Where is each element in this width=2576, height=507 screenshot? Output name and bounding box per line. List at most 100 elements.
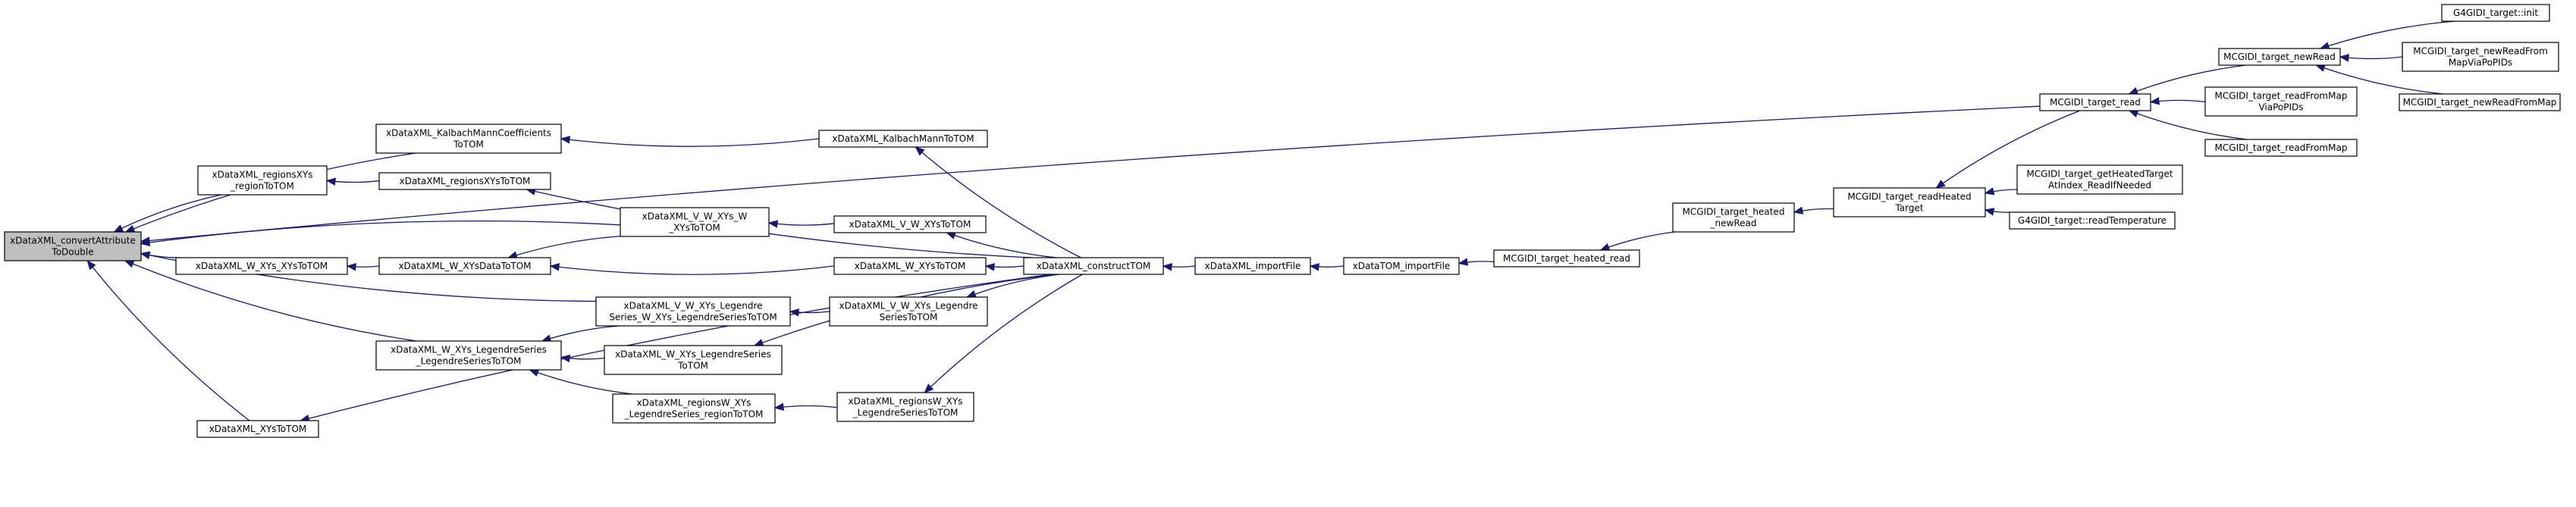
function-node-W_XYs[interactable]: xDataXML_W_XYsToTOM — [833, 257, 987, 275]
node-box[interactable] — [196, 420, 319, 438]
node-label: xDataXML_convertAttribute — [10, 236, 136, 246]
node-box[interactable] — [4, 231, 142, 261]
arrowhead-icon — [1793, 206, 1804, 214]
function-node-targetRead[interactable]: MCGIDI_target_read — [2039, 93, 2151, 111]
node-box[interactable] — [612, 393, 776, 424]
arrowhead-icon — [1162, 263, 1173, 271]
node-box[interactable] — [2204, 139, 2358, 157]
node-label: MCGIDI_target_newReadFrom — [2413, 46, 2548, 57]
node-box[interactable] — [1493, 249, 1640, 268]
function-node-W_XYs_LegSeries[interactable]: xDataXML_W_XYs_LegendreSeriesToTOM — [604, 345, 783, 375]
node-box[interactable] — [1672, 202, 1795, 233]
node-box[interactable] — [595, 296, 791, 327]
arrowhead-icon — [2339, 54, 2350, 62]
function-node-newReadFromMap[interactable]: MCGIDI_target_newReadFromMap — [2399, 93, 2561, 111]
node-label: xDataXML_regionsXYsToTOM — [400, 176, 531, 186]
function-node-kalbach[interactable]: xDataXML_KalbachMannToTOM — [818, 130, 988, 148]
function-node-regionsXYs_region[interactable]: xDataXML_regionsXYs_regionToTOM — [197, 165, 328, 196]
node-label: xDataXML_KalbachMannToTOM — [832, 133, 974, 144]
function-node-regionsW_XYs_Leg_region[interactable]: xDataXML_regionsW_XYs_LegendreSeries_reg… — [612, 393, 776, 424]
arrowhead-icon — [1984, 187, 1995, 196]
arrowhead-icon — [1309, 263, 1320, 271]
node-box[interactable] — [836, 392, 974, 422]
function-node-readFromMap[interactable]: MCGIDI_target_readFromMap — [2204, 139, 2358, 157]
function-node-getHeated[interactable]: MCGIDI_target_getHeatedTargetAtIndex_Rea… — [2016, 164, 2183, 195]
node-box[interactable] — [175, 257, 348, 275]
node-box[interactable] — [829, 296, 988, 327]
node-box[interactable] — [375, 124, 562, 154]
function-node-V_W_XYs[interactable]: xDataXML_V_W_XYsToTOM — [833, 215, 987, 233]
function-node-regionsXYs[interactable]: xDataXML_regionsXYsToTOM — [378, 172, 551, 190]
node-box[interactable] — [378, 172, 551, 190]
function-node-V_W_XYs_W_XYs[interactable]: xDataXML_V_W_XYs_W_XYsToTOM — [620, 207, 770, 237]
call-edge-construct-to-kalbach — [915, 146, 1081, 258]
function-node-XYsToTOM[interactable]: xDataXML_XYsToTOM — [196, 420, 319, 438]
function-node-tomImport[interactable]: xDataTOM_importFile — [1343, 257, 1460, 275]
function-node-V_W_XYs_Leg[interactable]: xDataXML_V_W_XYs_LegendreSeriesToTOM — [829, 296, 988, 327]
node-box[interactable] — [1343, 257, 1460, 275]
function-node-W_XYs_Leg_Leg[interactable]: xDataXML_W_XYs_LegendreSeries_LegendreSe… — [375, 340, 562, 371]
node-label: xDataXML_V_W_XYs_W — [642, 211, 748, 222]
function-node-W_XYsData[interactable]: xDataXML_W_XYsDataToTOM — [378, 257, 551, 275]
node-box[interactable] — [2016, 164, 2183, 195]
node-label: ToDouble — [51, 247, 93, 258]
arrowhead-icon — [2315, 64, 2326, 72]
node-box[interactable] — [197, 165, 328, 196]
function-node-W_XYs_XYs[interactable]: xDataXML_W_XYs_XYsToTOM — [175, 257, 348, 275]
arrowhead-icon — [549, 263, 560, 271]
node-box[interactable] — [2399, 93, 2561, 111]
arrowhead-icon — [113, 224, 124, 233]
node-box[interactable] — [1833, 187, 1986, 218]
arrowhead-icon — [773, 402, 785, 411]
call-edge-regionsW_XYs_Leg-to-regionsW_XYs_Leg_region — [774, 405, 838, 408]
node-box[interactable] — [375, 340, 562, 371]
arrowhead-icon — [1457, 258, 1469, 266]
arrowhead-icon — [140, 236, 150, 245]
node-box[interactable] — [818, 130, 988, 148]
arrowhead-icon — [2128, 110, 2139, 117]
node-box[interactable] — [604, 345, 783, 375]
node-box[interactable] — [2402, 42, 2559, 72]
node-box[interactable] — [2441, 4, 2550, 22]
node-label: xDataXML_regionsW_XYs — [849, 396, 963, 407]
node-label: SeriesToTOM — [880, 312, 938, 323]
node-label: xDataXML_W_XYsToTOM — [855, 261, 965, 271]
arrowhead-icon — [1599, 243, 1611, 251]
call-edge-newReadFromMap-to-newRead — [2316, 64, 2443, 95]
node-box[interactable] — [1023, 257, 1164, 275]
function-node-heatedNewRead[interactable]: MCGIDI_target_heated_newRead — [1672, 202, 1795, 233]
arrowhead-icon — [124, 224, 136, 233]
function-node-construct[interactable]: xDataXML_constructTOM — [1023, 257, 1164, 275]
node-box[interactable] — [2218, 48, 2341, 66]
function-node-regionsW_XYs_Leg[interactable]: xDataXML_regionsW_XYs_LegendreSeriesToTO… — [836, 392, 974, 422]
arrowhead-icon — [984, 263, 996, 271]
function-node-g4init[interactable]: G4GIDI_target::init — [2441, 4, 2550, 22]
node-box[interactable] — [833, 257, 987, 275]
node-label: _LegendreSeriesToTOM — [416, 356, 522, 367]
node-label: MCGIDI_target_heated — [1683, 207, 1785, 218]
arrowhead-icon — [915, 146, 925, 156]
node-label: xDataXML_regionsW_XYs — [637, 398, 751, 408]
function-node-heatedRead[interactable]: MCGIDI_target_heated_read — [1493, 249, 1640, 268]
node-box[interactable] — [2204, 86, 2358, 117]
call-edge-construct-to-XYsToTOM — [300, 274, 1051, 421]
node-box[interactable] — [833, 215, 987, 233]
function-node-newRead[interactable]: MCGIDI_target_newRead — [2218, 48, 2341, 66]
node-box[interactable] — [1194, 257, 1311, 275]
function-node-g4readTemp[interactable]: G4GIDI_target::readTemperature — [2009, 211, 2176, 230]
node-box[interactable] — [2009, 211, 2176, 230]
function-node-importFile[interactable]: xDataXML_importFile — [1194, 257, 1311, 275]
call-edge-newReadFromMapVia-to-newRead — [2339, 56, 2403, 60]
call-edge-readFromMap-to-targetRead — [2129, 110, 2248, 140]
node-box[interactable] — [620, 207, 770, 237]
node-box[interactable] — [2039, 93, 2151, 111]
node-label: xDataXML_W_XYs_XYsToTOM — [196, 261, 328, 271]
arrowhead-icon — [767, 220, 779, 228]
function-node-V_W_XYs_Leg_W[interactable]: xDataXML_V_W_XYs_LegendreSeries_W_XYs_Le… — [595, 296, 791, 327]
node-box[interactable] — [378, 257, 551, 275]
